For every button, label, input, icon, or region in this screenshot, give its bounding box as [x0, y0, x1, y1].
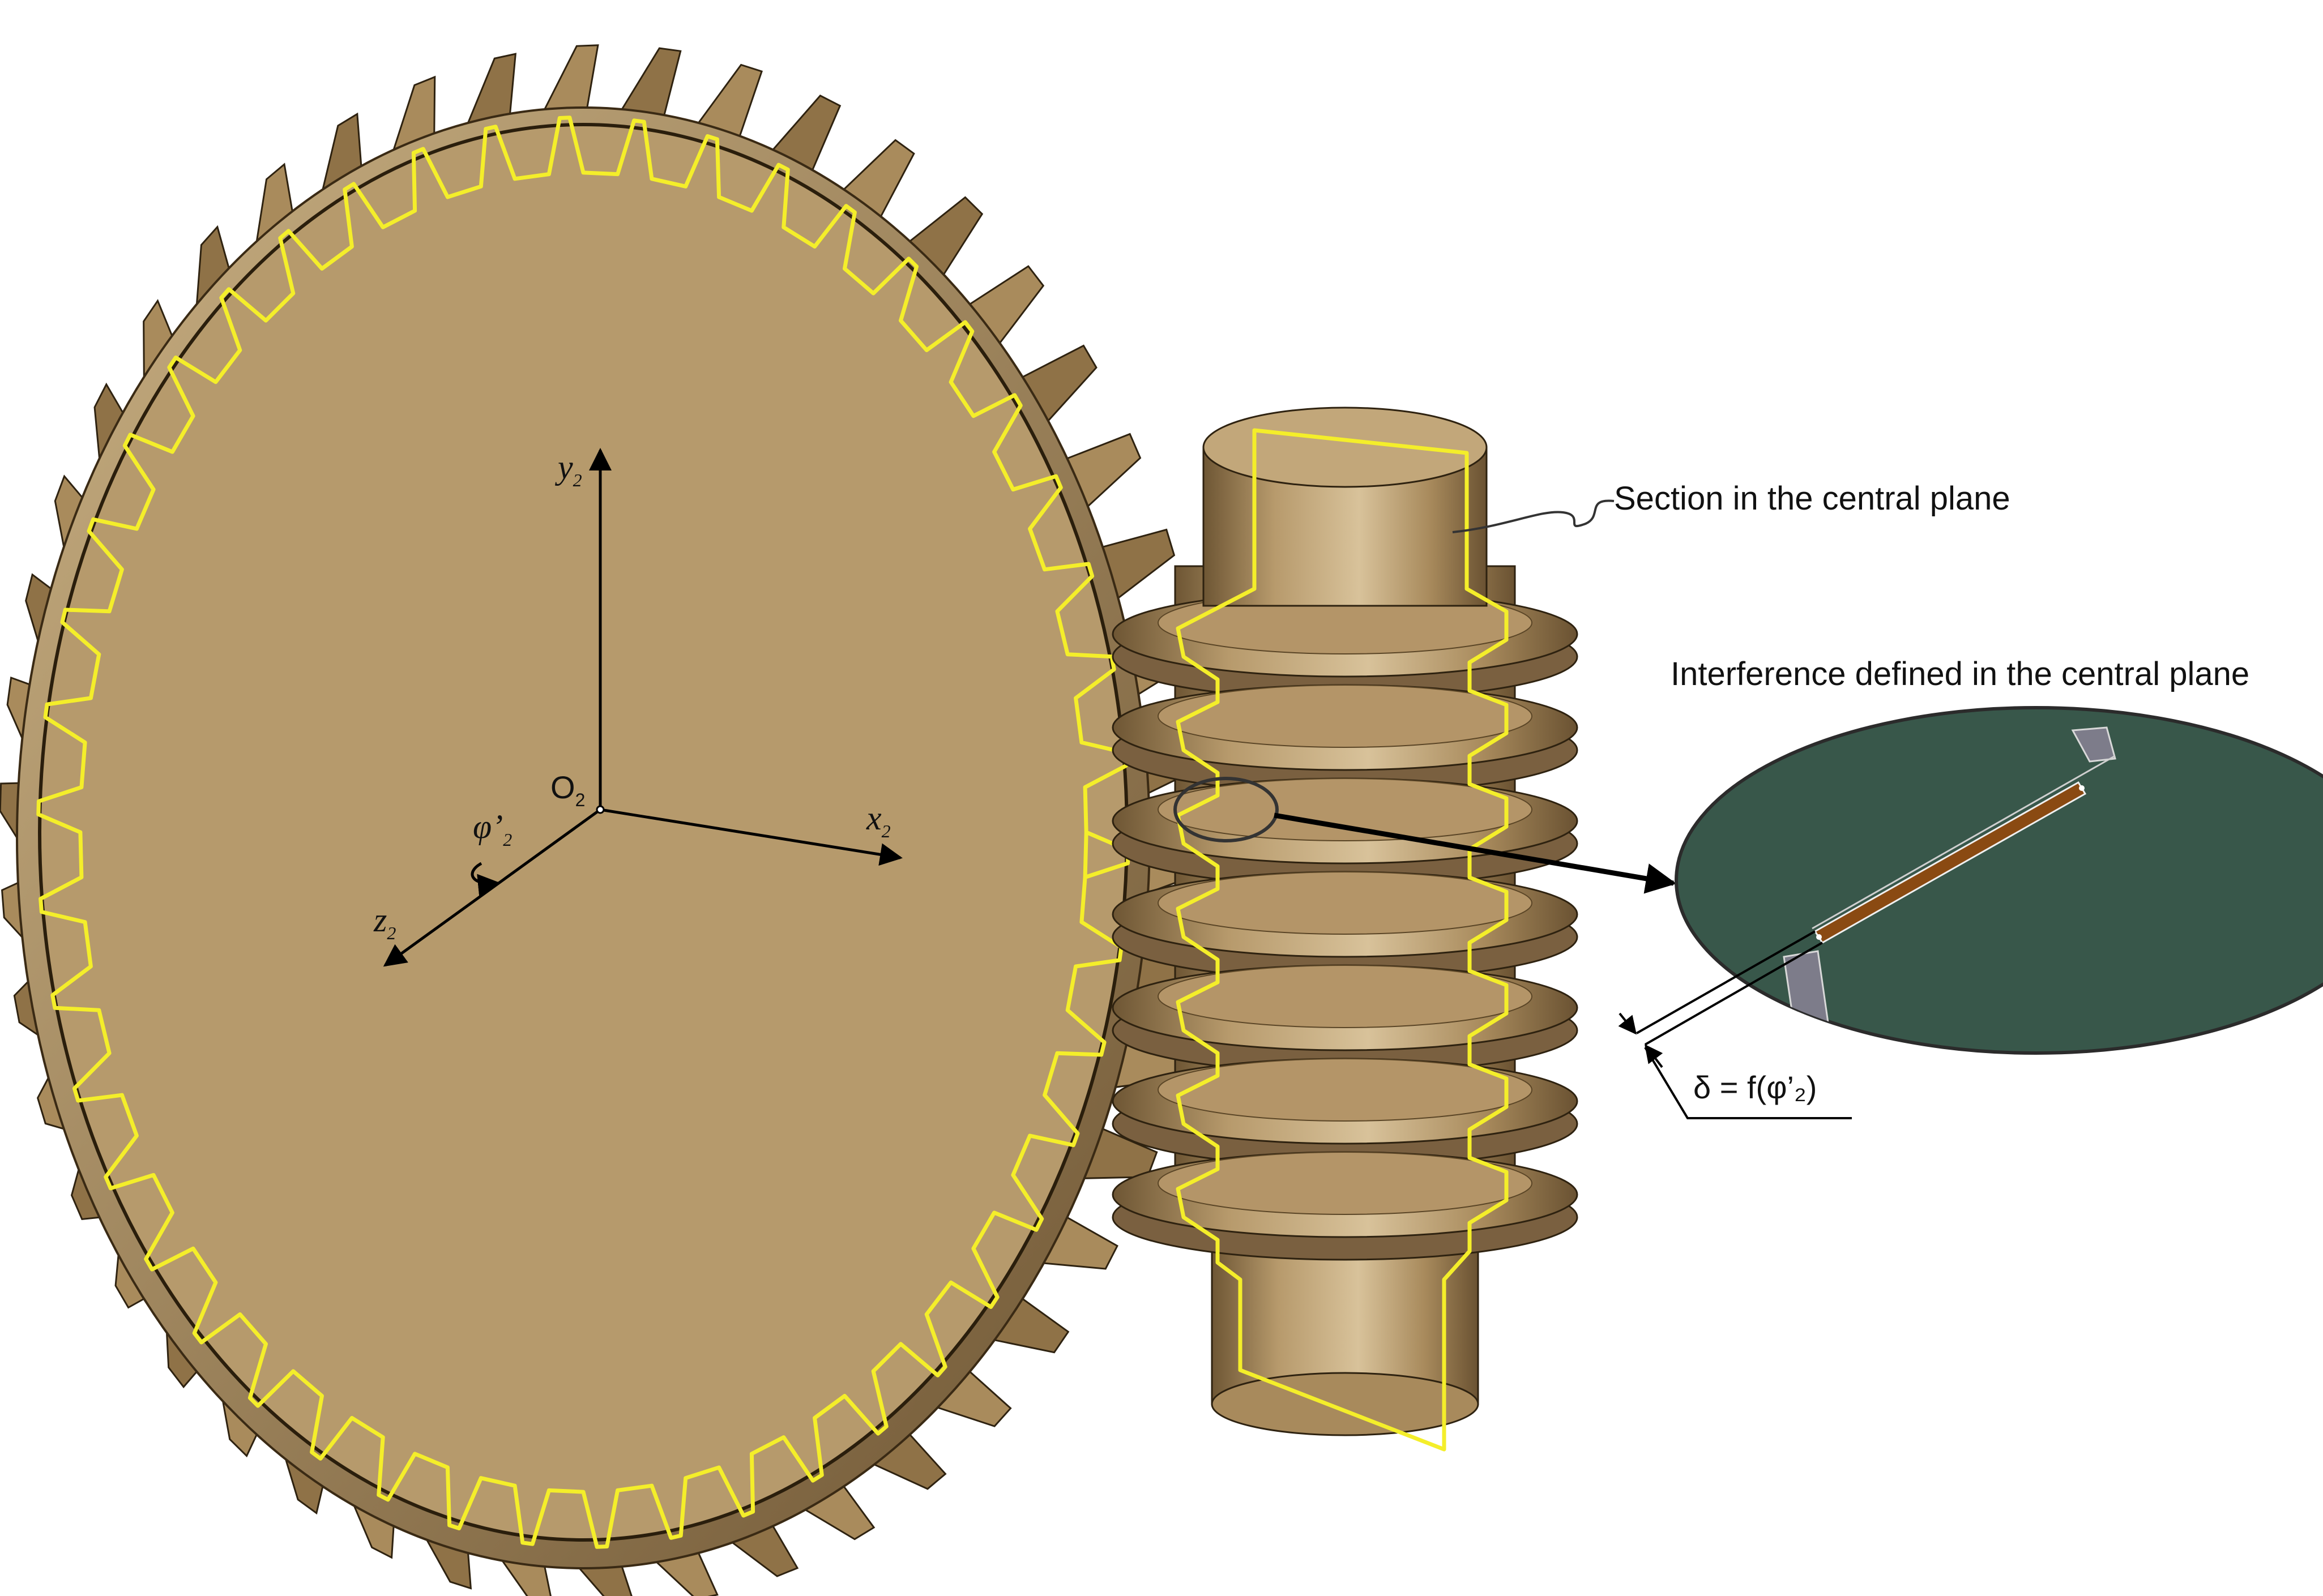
worm-thread-root [1158, 1152, 1532, 1215]
section-label: Section in the central plane [1614, 480, 2010, 517]
contact-line [1812, 755, 2116, 930]
wheel-section-curve [36, 115, 1130, 1549]
detail-circle [1173, 777, 1279, 842]
strip-end-point [2079, 785, 2085, 791]
rotation-arrow [471, 862, 501, 897]
coordinate-system [383, 448, 903, 967]
dimension-arrow-1 [1618, 1012, 1637, 1035]
z-axis-label: z2 [373, 901, 396, 943]
worm-thread-root [1158, 778, 1532, 841]
wheel-tooth [620, 47, 682, 116]
wheel-tooth [577, 1565, 633, 1596]
wheel-tooth [543, 44, 599, 110]
x-axis-label: x2 [866, 799, 891, 841]
x-axis [600, 808, 903, 866]
rotation-label: φ’2 [473, 808, 512, 850]
worm-body [1112, 407, 1578, 1436]
detail-pointer [1274, 812, 1677, 894]
flank-upper [2071, 726, 2116, 763]
worm-thread-root [1158, 684, 1532, 748]
dimension-extension-2 [1645, 942, 1823, 1046]
dimension-extension-1 [1636, 930, 1816, 1034]
wheel-tooth [0, 782, 20, 841]
origin-label: O2 [550, 769, 585, 810]
interference-label: Interference defined in the central plan… [1671, 656, 2249, 692]
wheel-face [38, 123, 1129, 1542]
worm-thread-root [1158, 871, 1532, 935]
wheel-teeth [0, 44, 1213, 1596]
worm-section-curve [1176, 428, 1509, 1452]
interference-callout: Interference defined in the central plan… [1274, 656, 2249, 894]
origin-point [596, 805, 605, 814]
zoom-view [1675, 706, 2323, 1055]
worm-shaft-lower-end [1211, 1372, 1479, 1436]
worm-thread-root [1158, 965, 1532, 1028]
section-leader [1452, 499, 1615, 533]
wheel-tooth [467, 53, 517, 125]
y-axis-label: y2 [554, 448, 582, 490]
strip-start-point [1816, 934, 1822, 940]
dimension-arrow-2 [1645, 1044, 1663, 1068]
delta-formula: δ = f(φ’₂) [1693, 1069, 1817, 1105]
dimension-leader [1644, 1046, 1852, 1119]
delta-dimension [1618, 930, 1852, 1119]
worm [1112, 407, 1578, 1452]
section-callout: Section in the central plane [1452, 480, 2010, 533]
zoom-background [1675, 706, 2323, 1055]
axis-labels: y2 x2 z2 O2 φ’2 [373, 448, 891, 943]
worm-shaft-upper-end [1202, 407, 1488, 488]
worm-thread-root [1158, 1058, 1532, 1122]
worm-wheel [0, 44, 1213, 1596]
